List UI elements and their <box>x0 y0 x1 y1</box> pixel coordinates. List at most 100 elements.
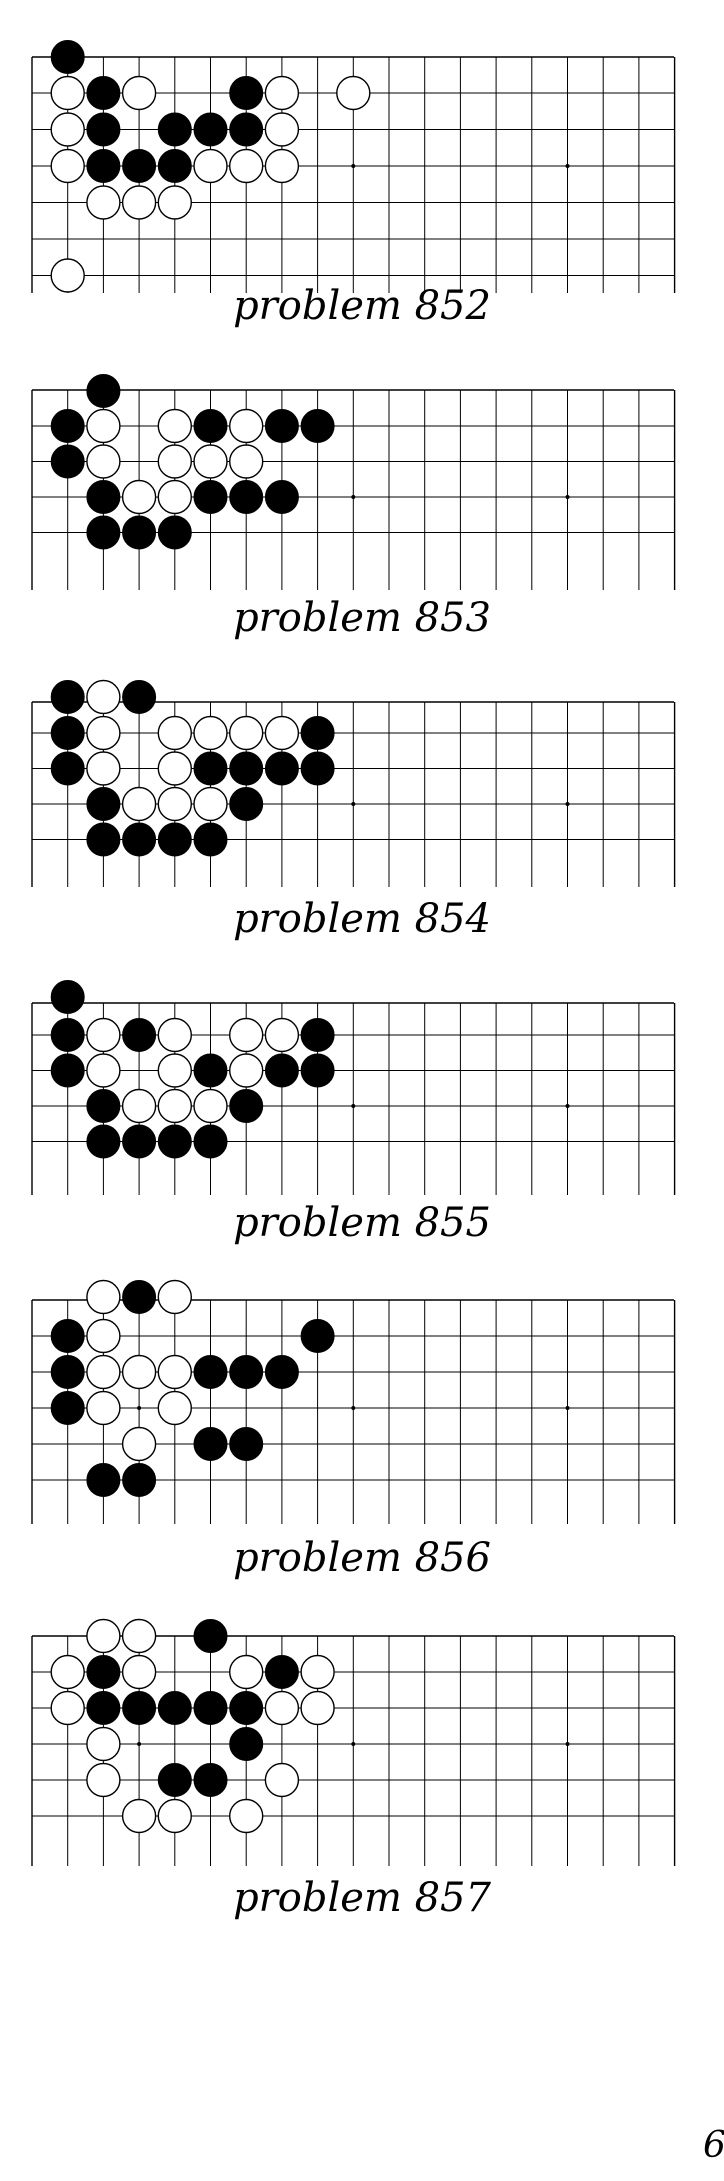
white-stone <box>193 444 228 479</box>
star-point <box>565 802 570 806</box>
black-stone <box>229 76 264 110</box>
white-stone <box>157 444 193 479</box>
star-point <box>565 1406 570 1410</box>
black-stone <box>86 374 121 408</box>
white-stone <box>228 1017 264 1053</box>
white-stone <box>228 408 264 444</box>
white-stone <box>121 1088 157 1124</box>
white-stone <box>157 1279 193 1315</box>
white-stone <box>157 1390 193 1426</box>
black-stone <box>300 1053 335 1088</box>
black-stone <box>122 1691 157 1725</box>
star-point <box>565 1104 570 1108</box>
white-stone <box>228 1053 264 1088</box>
star-point <box>351 1742 356 1746</box>
white-stone <box>50 112 85 147</box>
white-stone <box>228 1654 264 1690</box>
white-stone <box>228 444 264 479</box>
white-stone <box>228 715 264 751</box>
white-stone <box>86 444 121 479</box>
white-stone <box>86 1762 121 1798</box>
white-stone <box>193 786 228 822</box>
white-stone <box>264 75 300 111</box>
white-stone <box>121 479 157 515</box>
black-stone <box>300 409 335 443</box>
black-stone <box>193 1691 228 1725</box>
black-stone <box>157 515 192 550</box>
black-stone <box>193 409 228 443</box>
black-stone <box>122 822 157 857</box>
white-stone <box>300 1654 335 1690</box>
black-stone <box>229 112 264 147</box>
white-stone <box>86 1053 121 1088</box>
star-point <box>565 164 570 168</box>
star-point <box>137 1406 142 1410</box>
star-point <box>351 1406 356 1410</box>
white-stone <box>228 148 264 184</box>
star-point <box>351 802 356 806</box>
star-point <box>565 495 570 499</box>
black-stone <box>193 822 228 857</box>
black-stone <box>50 1053 85 1088</box>
problem-caption: problem 852 <box>233 283 491 329</box>
black-stone <box>157 112 192 147</box>
black-stone <box>264 1053 299 1088</box>
white-stone <box>264 1762 300 1798</box>
black-stone <box>193 1355 228 1389</box>
black-stone <box>86 76 121 110</box>
problem-caption: problem 857 <box>233 1875 491 1921</box>
page-number: 6 <box>703 2125 724 2166</box>
black-stone <box>193 1763 228 1797</box>
go-board <box>31 40 676 293</box>
black-stone <box>50 409 85 443</box>
white-stone <box>121 1654 157 1690</box>
white-stone <box>264 112 300 147</box>
white-stone <box>157 715 193 751</box>
black-stone <box>157 149 192 183</box>
black-stone <box>122 515 157 550</box>
go-board <box>31 1279 676 1524</box>
black-stone <box>122 1124 157 1159</box>
white-stone <box>86 1318 121 1354</box>
black-stone <box>86 480 121 514</box>
white-stone <box>193 1088 228 1124</box>
white-stone <box>86 679 121 715</box>
black-stone <box>157 1763 192 1797</box>
black-stone <box>229 1355 264 1389</box>
go-board <box>31 679 676 887</box>
white-stone <box>157 1017 193 1053</box>
black-stone <box>193 1619 228 1653</box>
go-board <box>31 1618 676 1866</box>
black-stone <box>193 480 228 514</box>
black-stone <box>86 787 121 821</box>
white-stone <box>86 715 121 751</box>
black-stone <box>86 149 121 183</box>
white-stone <box>121 1618 157 1654</box>
white-stone <box>157 185 193 220</box>
black-stone <box>86 1691 121 1725</box>
white-stone <box>157 1354 193 1390</box>
black-stone <box>50 1391 85 1425</box>
black-stone <box>86 515 121 550</box>
white-stone <box>86 1017 121 1053</box>
black-stone <box>229 751 264 786</box>
white-stone <box>86 1279 121 1315</box>
problem-caption: problem 856 <box>233 1535 491 1581</box>
black-stone <box>122 1463 157 1497</box>
white-stone <box>300 1690 335 1726</box>
white-stone <box>157 1053 193 1088</box>
black-stone <box>86 1655 121 1689</box>
problem-caption: problem 855 <box>233 1200 491 1246</box>
white-stone <box>193 148 228 184</box>
white-stone <box>264 1017 300 1053</box>
black-stone <box>50 444 85 479</box>
black-stone <box>193 1053 228 1088</box>
white-stone <box>50 258 85 293</box>
white-stone <box>157 1088 193 1124</box>
black-stone <box>193 1124 228 1159</box>
black-stone <box>50 40 85 74</box>
white-stone <box>50 1690 85 1726</box>
black-stone <box>122 1018 157 1052</box>
white-stone <box>157 1798 193 1834</box>
go-board <box>31 980 676 1195</box>
